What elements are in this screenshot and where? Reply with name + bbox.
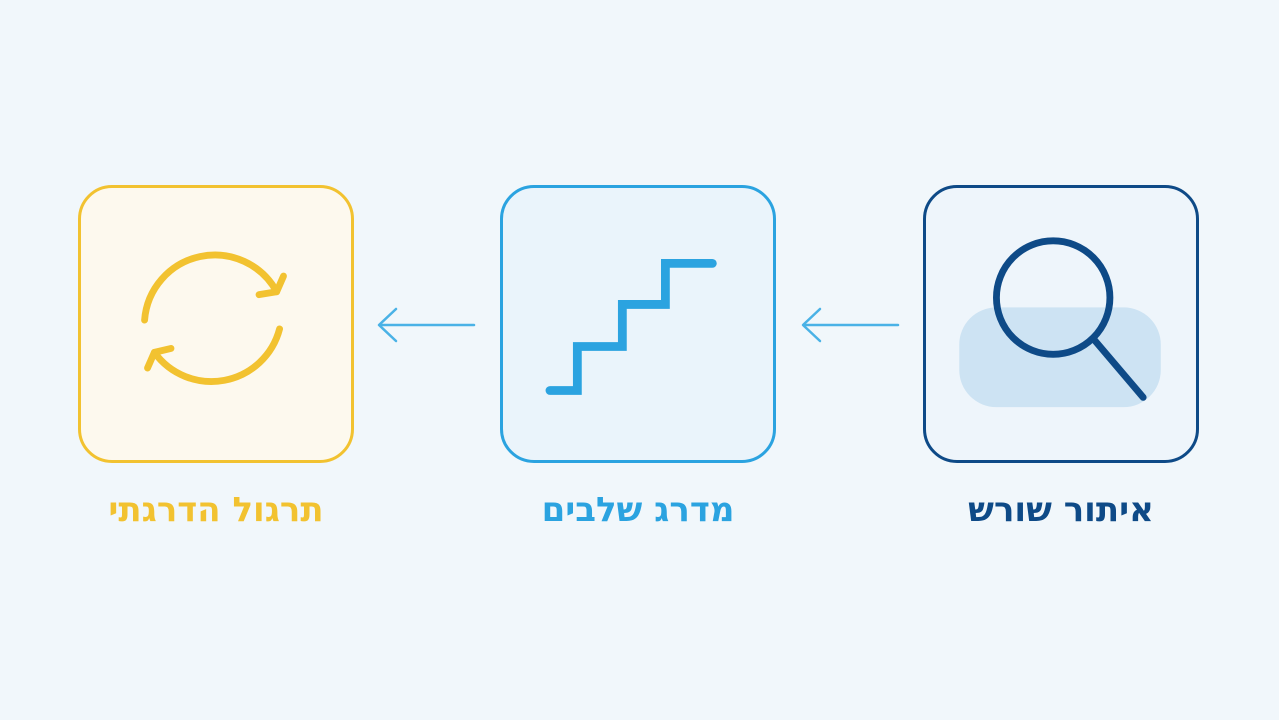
magnifier-lens (993, 237, 1114, 358)
staircase-line (545, 258, 717, 395)
step-card-staircase (500, 185, 776, 463)
cycle-arrowhead-bottom (144, 345, 175, 372)
refresh-cycle-icon (141, 251, 287, 385)
step-card-root-finding (923, 185, 1199, 463)
magnifier-handle (1089, 335, 1147, 401)
step-card-gradual-practice (78, 185, 354, 463)
cycle-arrowhead-top (255, 272, 287, 299)
step-label-root-finding: איתור שורש (968, 490, 1154, 530)
left-arrow-icon (801, 307, 900, 343)
magnifier-icon (959, 237, 1161, 408)
staircase-icon (545, 258, 717, 395)
cycle-arc-top (141, 251, 281, 324)
step-label-gradual-practice: תרגול הדרגתי (108, 490, 324, 530)
cycle-arc-bottom (150, 325, 284, 385)
step-label-staircase: מדרג שלבים (541, 490, 735, 530)
left-arrow-icon (377, 307, 476, 343)
